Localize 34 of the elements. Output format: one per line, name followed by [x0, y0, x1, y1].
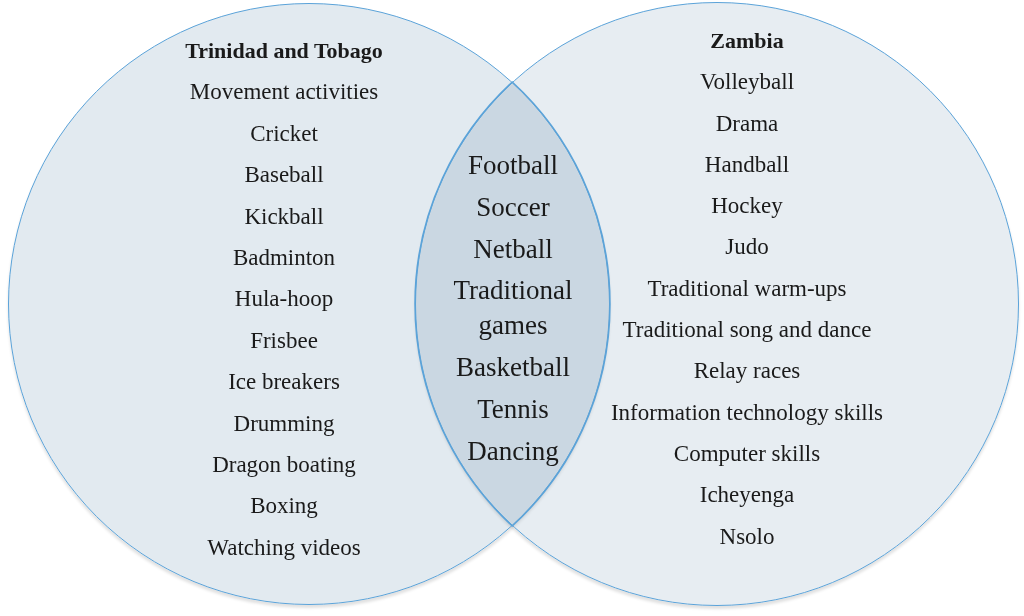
set-item: Frisbee [250, 326, 318, 354]
set-heading: Zambia [710, 27, 784, 54]
set-item: Traditional warm-ups [647, 274, 847, 302]
set-item: Computer skills [673, 439, 821, 467]
set-item: Drama [715, 109, 779, 137]
set-item: Information technology skills [610, 398, 884, 426]
set-item: Drumming [233, 409, 335, 437]
set-item: Badminton [232, 243, 336, 271]
overlap-item: Tennis [477, 392, 549, 426]
set-item: Icheyenga [699, 481, 795, 509]
set-item: Watching videos [207, 533, 361, 561]
set-item: Kickball [244, 202, 324, 230]
set-item: Cricket [250, 119, 318, 147]
set-item: Hockey [711, 192, 783, 220]
set-item: Ice breakers [228, 368, 340, 396]
overlap-item: Basketball [456, 351, 570, 385]
set-item: Nsolo [719, 522, 775, 550]
overlap-region [415, 82, 610, 526]
overlap-item: Netball [473, 232, 553, 266]
set-item: Boxing [250, 492, 318, 520]
set-item: Hula-hoop [234, 285, 334, 313]
set-item: Handball [704, 150, 790, 178]
overlap-item: Football [468, 149, 558, 182]
set-item: Movement activities [189, 78, 379, 106]
set-item: Volleyball [699, 68, 795, 96]
set-item: Traditional song and dance [622, 316, 872, 344]
set-item: Relay races [693, 357, 801, 385]
overlap-item: Traditional games [452, 274, 574, 343]
set-item: Baseball [244, 161, 324, 189]
overlap-item: Dancing [467, 434, 559, 468]
set-item: Judo [725, 233, 769, 261]
overlap-item: Soccer [476, 190, 550, 224]
set-item: Dragon boating [212, 450, 356, 478]
set-heading: Trinidad and Tobago [185, 37, 383, 64]
